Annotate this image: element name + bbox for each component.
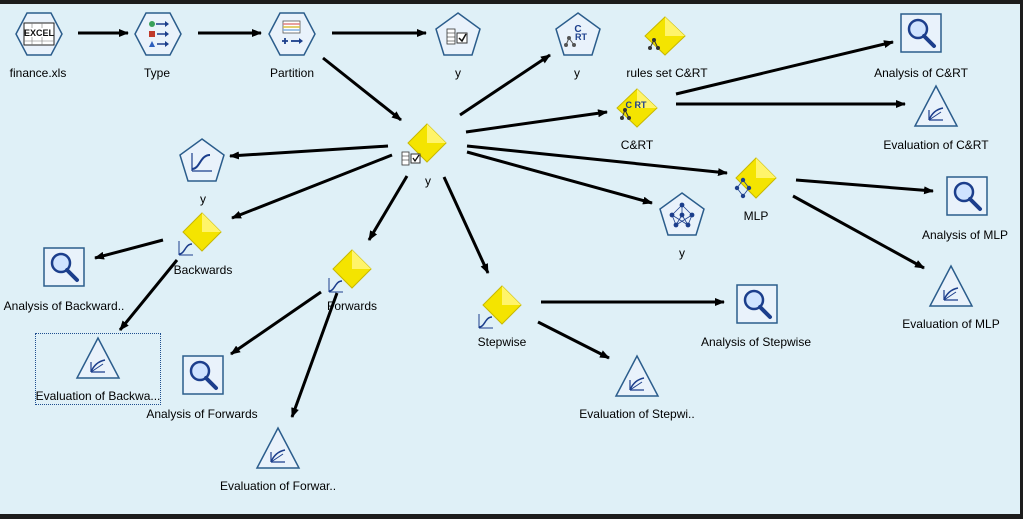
- y-nn-node[interactable]: [658, 191, 706, 237]
- analysis-forwards-label: Analysis of Forwards: [146, 407, 258, 421]
- model-nugget-icon: [401, 123, 447, 166]
- stepwise-nugget-node[interactable]: [476, 285, 522, 330]
- link-ycenter-ylogistic: [229, 144, 389, 160]
- y-table-node[interactable]: [434, 11, 482, 57]
- mlp-label: MLP: [743, 209, 769, 223]
- selection-box: [35, 333, 161, 405]
- y-crt-source-label: y: [574, 66, 580, 80]
- excel-badge-text: EXCEL: [24, 28, 55, 38]
- excel-icon: EXCEL: [15, 12, 63, 56]
- evaluation-forwards-label: Evaluation of Forwar..: [219, 479, 337, 493]
- finance-xls-label: finance.xls: [9, 66, 67, 80]
- analysis-backwards-label: Analysis of Backward..: [3, 299, 125, 313]
- analysis-mlp-node[interactable]: [946, 176, 988, 216]
- link-ycenter-mlp: [466, 144, 728, 177]
- y-table-label: y: [455, 66, 461, 80]
- evaluation-crt-label: Evaluation of C&RT: [883, 138, 989, 152]
- link-ycenter-ycrt: [459, 53, 551, 117]
- partition-icon: [268, 12, 316, 56]
- evaluation-chart-icon: [75, 336, 121, 379]
- backwards-label: Backwards: [173, 263, 233, 277]
- evaluation-forwards-node[interactable]: [255, 426, 301, 470]
- canvas-top-border: [0, 0, 1020, 4]
- table-output-icon: [435, 12, 481, 56]
- svg-text:RT: RT: [575, 32, 587, 42]
- y-nn-label: y: [679, 246, 685, 260]
- link-partition-ycenter: [322, 56, 402, 122]
- excel-source-node[interactable]: EXCEL: [15, 11, 63, 57]
- neural-net-icon: [659, 192, 705, 236]
- y-crt-source-node[interactable]: C RT: [554, 11, 602, 57]
- svg-text:C: C: [574, 24, 581, 35]
- magnifier-icon: [736, 284, 778, 324]
- logistic-nugget-icon: [478, 285, 522, 329]
- magnifier-icon: [43, 247, 85, 287]
- y-center-node[interactable]: [401, 123, 449, 170]
- evaluation-chart-icon: [928, 264, 974, 307]
- link-backwards-analysis: [94, 238, 164, 260]
- evaluation-backwards-label: Evaluation of Backwa...: [35, 389, 161, 403]
- link-mlp-evaluation: [792, 194, 925, 270]
- link-stepwise-evaluation: [537, 320, 610, 360]
- crt-badge-text: C RT: [626, 100, 647, 110]
- magnifier-icon: [946, 176, 988, 216]
- evaluation-mlp-node[interactable]: [928, 264, 974, 308]
- analysis-stepwise-label: Analysis of Stepwise: [700, 335, 812, 349]
- crt-nugget-node[interactable]: C RT: [616, 88, 658, 130]
- link-ycenter-ynn: [466, 150, 653, 205]
- analysis-crt-node[interactable]: [900, 13, 942, 53]
- rules-set-crt-icon: [644, 16, 686, 56]
- evaluation-stepwise-label: Evaluation of Stepwi..: [579, 407, 695, 421]
- backwards-nugget-node[interactable]: [176, 212, 222, 257]
- link-forwards-evaluation: [290, 292, 339, 418]
- link-ycenter-crt: [465, 109, 608, 134]
- logistic-nugget-icon: [328, 249, 372, 293]
- partition-node[interactable]: [268, 11, 316, 57]
- analysis-forwards-node[interactable]: [182, 355, 224, 395]
- forwards-nugget-node[interactable]: [326, 249, 372, 294]
- link-ycenter-backwards: [231, 153, 393, 220]
- link-crt-analysis: [675, 40, 894, 96]
- evaluation-mlp-label: Evaluation of MLP: [902, 317, 1000, 331]
- crt-label: C&RT: [620, 138, 654, 152]
- partition-label: Partition: [269, 66, 315, 80]
- evaluation-backwards-node[interactable]: [75, 336, 121, 380]
- type-node[interactable]: [134, 11, 182, 57]
- crt-model-icon: C RT: [555, 12, 601, 56]
- logistic-curve-icon: [179, 138, 225, 182]
- evaluation-chart-icon: [614, 354, 660, 397]
- mlp-nugget-node[interactable]: [732, 157, 778, 202]
- link-mlp-analysis: [795, 178, 934, 195]
- analysis-mlp-label: Analysis of MLP: [921, 228, 1009, 242]
- crt-nugget-icon: C RT: [616, 88, 658, 128]
- evaluation-crt-node[interactable]: [913, 84, 959, 128]
- evaluation-chart-icon: [913, 84, 959, 127]
- link-ycenter-stepwise: [442, 176, 490, 274]
- y-center-label: y: [425, 174, 431, 188]
- neural-net-nugget-icon: [734, 157, 777, 199]
- evaluation-stepwise-node[interactable]: [614, 354, 660, 398]
- y-logistic-node[interactable]: [178, 137, 226, 183]
- evaluation-chart-icon: [255, 426, 301, 469]
- link-backwards-evaluation: [118, 259, 179, 331]
- analysis-crt-label: Analysis of C&RT: [874, 66, 968, 80]
- logistic-nugget-icon: [178, 212, 222, 256]
- link-forwards-analysis: [230, 290, 322, 356]
- magnifier-icon: [182, 355, 224, 395]
- link-ycenter-forwards: [367, 175, 409, 241]
- stepwise-label: Stepwise: [477, 335, 527, 349]
- rules-set-crt-node[interactable]: [644, 16, 686, 58]
- analysis-backwards-node[interactable]: [43, 247, 85, 287]
- y-logistic-label: y: [200, 192, 206, 206]
- type-label: Type: [143, 66, 171, 80]
- analysis-stepwise-node[interactable]: [736, 284, 778, 324]
- rules-set-crt-label: rules set C&RT: [626, 66, 708, 80]
- type-icon: [134, 12, 182, 56]
- magnifier-icon: [900, 13, 942, 53]
- forwards-label: Forwards: [326, 299, 378, 313]
